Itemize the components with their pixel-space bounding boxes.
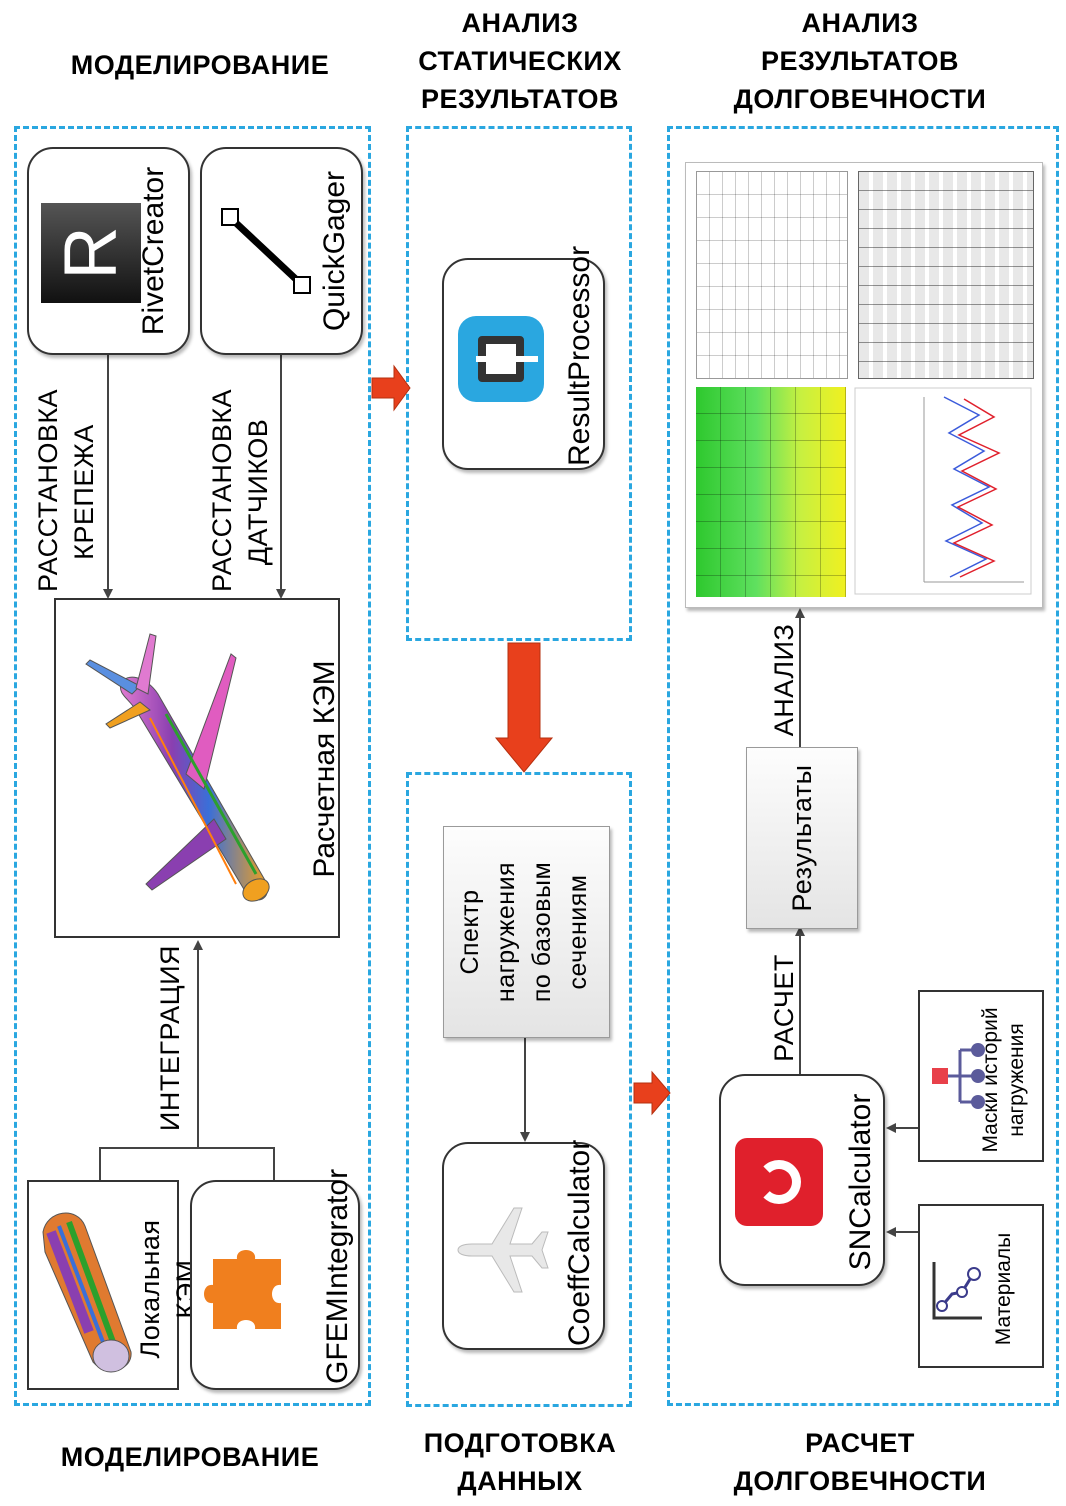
local-fem-box[interactable]: Локальная КЭМ <box>27 1180 201 1390</box>
result-processor-icon <box>458 316 544 402</box>
result-processor-label: ResultProcessor <box>563 245 596 466</box>
coeff-calculator-label: CoeffCalculator <box>563 1139 596 1346</box>
airplane-icon <box>457 1207 549 1293</box>
puzzle-icon <box>204 1250 281 1329</box>
materials-box[interactable]: Материалы <box>918 1204 1044 1368</box>
sn-calculator-label: SNCalculator <box>844 1093 877 1271</box>
integration-label: ИНТЕГРАЦИЯ <box>155 944 185 1132</box>
quick-gager-tool[interactable]: QuickGager <box>200 147 363 355</box>
gfem-integrator-tool[interactable]: GFEMIntegrator <box>190 1168 360 1390</box>
calculation-label: РАСЧЕТ <box>769 954 799 1062</box>
heading-durability-calc: РАСЧЕТ ДОЛГОВЕЧНОСТИ <box>733 1428 987 1496</box>
sensor-placement-label: РАССТАНОВКА ДАТЧИКОВ <box>207 388 273 592</box>
heading-static-analysis: АНАЛИЗ СТАТИЧЕСКИХ РЕЗУЛЬТАТОВ <box>418 8 622 114</box>
load-spectrum-label: Спектр нагружения по базовым сечениям <box>456 861 592 1003</box>
results-label: Результаты <box>787 764 817 912</box>
quick-gager-label: QuickGager <box>318 170 351 332</box>
section-modeling <box>14 126 371 1406</box>
heading-modeling-bottom: МОДЕЛИРОВАНИЕ <box>60 1442 320 1472</box>
calc-fem-box[interactable]: Расчетная КЭМ <box>54 598 341 938</box>
rivet-creator-icon: R <box>41 203 141 303</box>
report-table-params <box>696 171 848 379</box>
sn-calculator-tool[interactable]: SNCalculator <box>719 1074 885 1286</box>
materials-graph-icon <box>932 1262 982 1320</box>
heading-durability-analysis: АНАЛИЗ РЕЗУЛЬТАТОВ ДОЛГОВЕЧНОСТИ <box>733 8 987 114</box>
report-heatmap <box>696 387 846 597</box>
load-history-masks-label: Маски историй нагружения <box>979 1007 1028 1153</box>
local-fem-image <box>42 1212 132 1373</box>
calc-fem-label: Расчетная КЭМ <box>308 660 341 878</box>
flow-arrow-to-durability <box>633 1070 671 1116</box>
gfem-integrator-label: GFEMIntegrator <box>321 1168 354 1384</box>
section-data-prep <box>406 772 632 1407</box>
analysis-label: АНАЛИЗ <box>769 623 799 737</box>
sn-calculator-icon <box>735 1138 823 1226</box>
flow-arrow-to-static <box>371 364 411 412</box>
rivet-creator-tool[interactable]: R RivetCreator <box>27 147 190 355</box>
coeff-calculator-tool[interactable]: CoeffCalculator <box>442 1139 605 1350</box>
report-preview <box>685 162 1043 608</box>
report-line-chart <box>854 387 1032 595</box>
hierarchy-icon <box>932 1043 985 1109</box>
rivet-creator-label: RivetCreator <box>137 166 170 336</box>
quick-gager-icon <box>221 208 311 294</box>
materials-label: Материалы <box>992 1232 1015 1346</box>
results-box[interactable]: Результаты <box>746 747 858 929</box>
result-processor-tool[interactable]: ResultProcessor <box>442 245 605 470</box>
section-durability <box>667 126 1059 1406</box>
heading-data-prep: ПОДГОТОВКА ДАННЫХ <box>423 1428 617 1496</box>
heading-modeling-top: МОДЕЛИРОВАНИЕ <box>70 50 330 80</box>
report-table-elements <box>858 171 1034 379</box>
load-history-masks-box[interactable]: Маски историй нагружения <box>918 990 1044 1162</box>
fastener-placement-label: РАССТАНОВКА КРЕПЕЖА <box>33 388 99 592</box>
load-spectrum-box[interactable]: Спектр нагружения по базовым сечениям <box>443 826 610 1038</box>
aircraft-fem-image <box>85 633 270 902</box>
section-static-analysis <box>406 126 632 641</box>
flow-arrow-to-data-prep <box>494 642 554 773</box>
connector-integration-fork <box>99 1147 275 1180</box>
local-fem-label: Локальная КЭМ <box>135 1219 201 1359</box>
